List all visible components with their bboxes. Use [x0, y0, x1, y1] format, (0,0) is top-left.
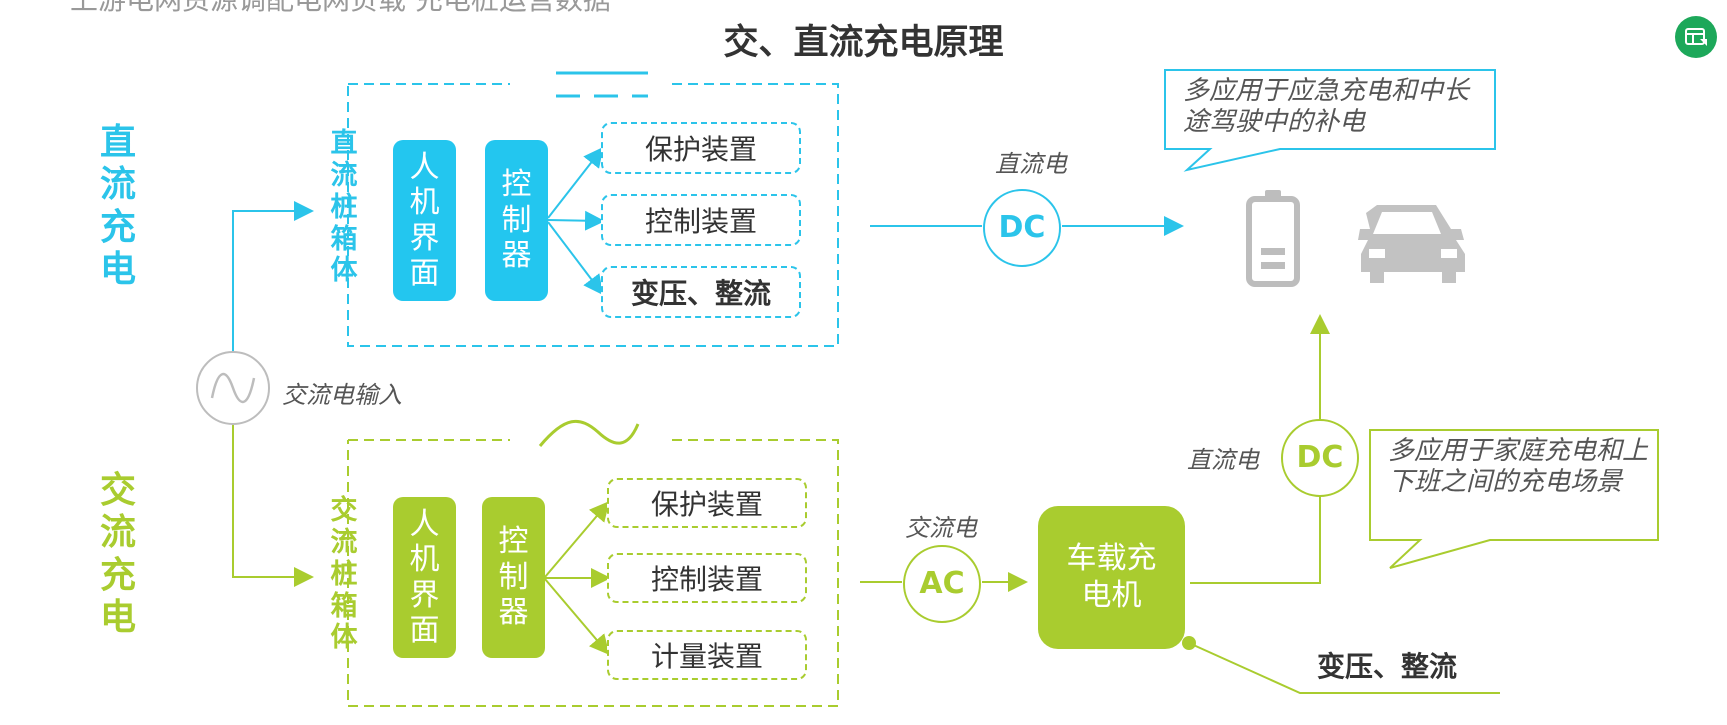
dc-box-label: 直流桩箱体	[330, 128, 358, 287]
dc-box-frame	[347, 83, 839, 347]
ac-controller-label: 控制器	[498, 524, 529, 631]
dc-output-label: 直流电	[995, 150, 1067, 178]
ac-item-protection: 保护装置	[607, 478, 807, 528]
ac-hmi-block: 人机界面	[393, 497, 456, 658]
ac-item-control: 控制装置	[607, 553, 807, 603]
dc-callout-text: 多应用于应急充电和中长途驾驶中的补电	[1183, 76, 1470, 138]
dc-controller-block: 控制器	[485, 140, 548, 301]
dc-item-protection: 保护装置	[601, 122, 801, 174]
ac-branch-line	[232, 424, 314, 587]
sine-wave-icon	[210, 373, 256, 403]
ac-callout-bubble	[1369, 429, 1659, 569]
top-clipped-heading: 上游电网资源调配电网负载 充电桩运营数据	[70, 0, 611, 18]
onboard-dc-circle	[1281, 419, 1359, 497]
dc-item-control: 控制装置	[601, 194, 801, 246]
ac-symbol-wave	[538, 419, 640, 447]
ac-callout-text: 多应用于家庭充电和上下班之间的充电场景	[1388, 436, 1649, 498]
rectifier-note: 变压、整流	[1317, 650, 1458, 683]
dc-output-circle	[983, 189, 1061, 267]
app-badge-icon[interactable]	[1675, 16, 1717, 58]
ac-output-circle	[903, 545, 981, 623]
ac-input-label: 交流电输入	[282, 381, 402, 409]
dc-charging-side-label: 直流充电	[99, 122, 136, 291]
battery-icon	[1246, 190, 1300, 287]
dc-circle-label: DC	[998, 210, 1046, 245]
page-title: 交、直流充电原理	[723, 23, 1004, 63]
ac-box-label: 交流桩箱体	[330, 495, 358, 654]
dc-hmi-block: 人机界面	[393, 140, 456, 301]
onboard-charger-label: 车载充电机	[1066, 540, 1157, 613]
ac-circle-label: AC	[919, 566, 965, 601]
dc-controller-label: 控制器	[501, 167, 532, 274]
dc-hmi-label: 人机界面	[409, 149, 440, 291]
ac-item-metering: 计量装置	[607, 630, 807, 680]
ac-box-frame	[347, 439, 839, 707]
ac-output-label: 交流电	[905, 514, 977, 542]
ac-charging-side-label: 交流充电	[99, 470, 136, 639]
ac-controller-block: 控制器	[482, 497, 545, 658]
onboard-charger-block: 车载充电机	[1038, 506, 1185, 649]
car-icon	[1358, 205, 1465, 283]
onboard-dc-label: 直流电	[1187, 446, 1259, 474]
dc-branch-line	[232, 201, 314, 354]
onboard-dc-circle-label: DC	[1296, 440, 1344, 475]
ac-hmi-label: 人机界面	[409, 506, 440, 648]
dc-callout-bubble	[1164, 69, 1496, 172]
dc-item-rectifier: 变压、整流	[601, 266, 801, 318]
